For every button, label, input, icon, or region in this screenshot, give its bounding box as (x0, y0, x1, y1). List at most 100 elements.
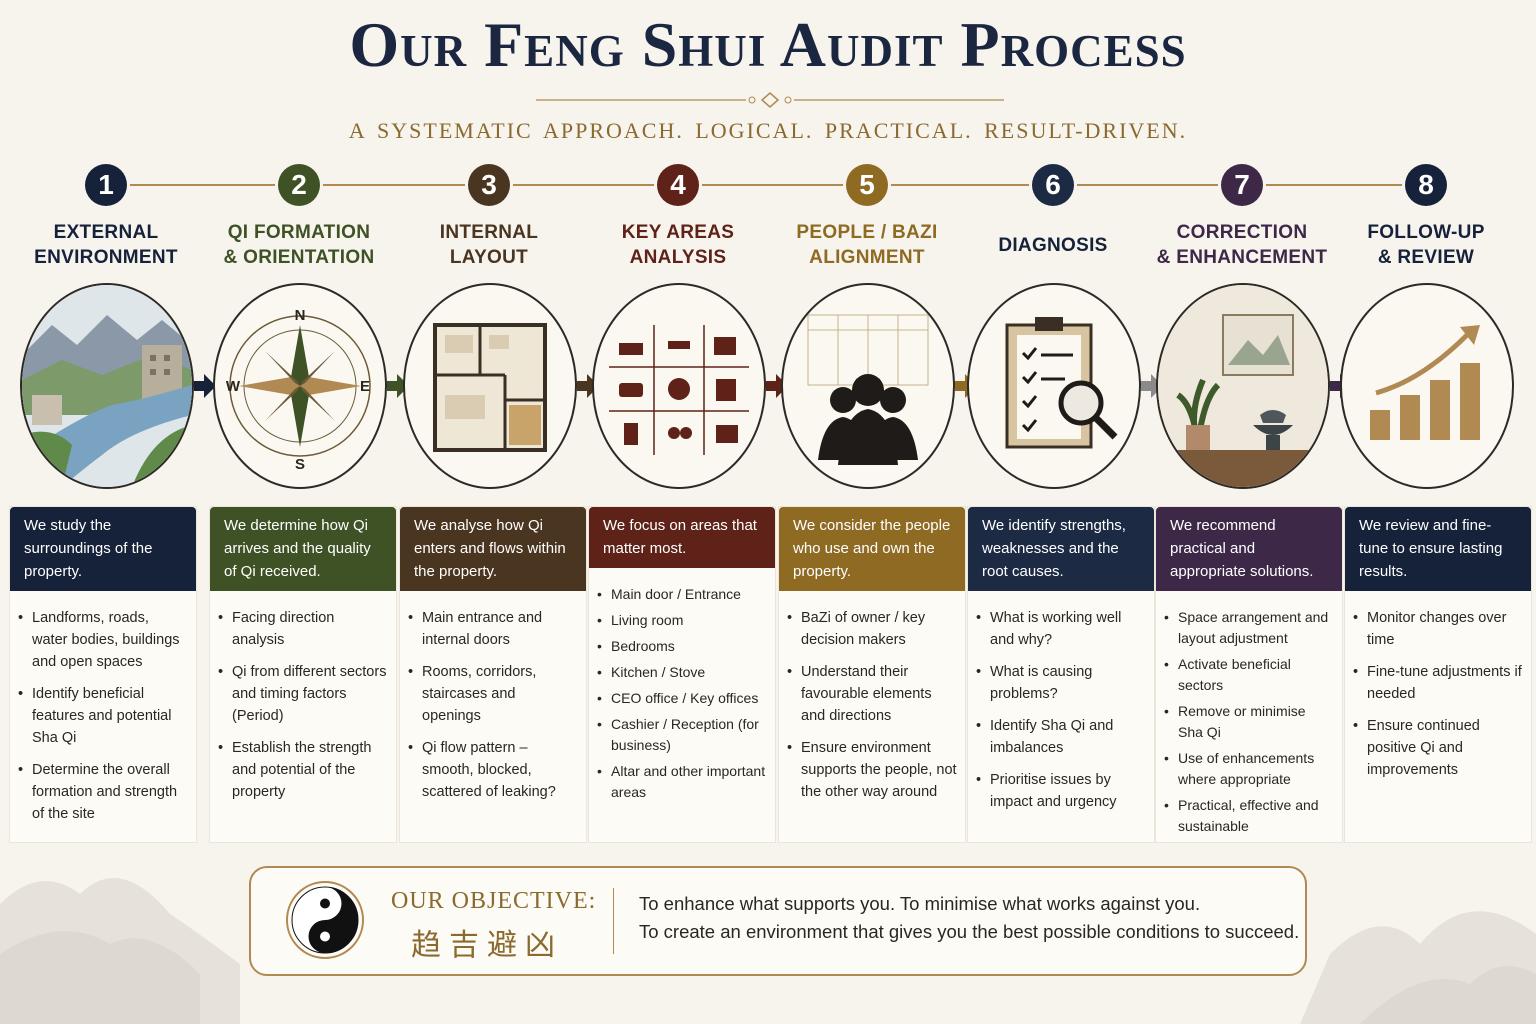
step-card-heading: We review and fine-tune to ensure lastin… (1345, 507, 1531, 591)
list-item: Facing direction analysis (218, 607, 388, 651)
list-item: Identify Sha Qi and imbalances (976, 715, 1146, 759)
list-item: Main door / Entrance (597, 584, 767, 605)
step-description-card: We study the surroundings of the propert… (9, 506, 197, 843)
step-title: INTERNAL LAYOUT (389, 220, 589, 270)
list-item: Prioritise issues by impact and urgency (976, 769, 1146, 813)
list-item: Bedrooms (597, 636, 767, 657)
step-illustration (1340, 283, 1514, 489)
step-description-card: We analyse how Qi enters and flows withi… (399, 506, 587, 843)
misty-mountains-decoration (0, 878, 1536, 1024)
step-bullet-list: Landforms, roads, water bodies, building… (10, 591, 196, 825)
step-title: FOLLOW-UP & REVIEW (1326, 220, 1526, 270)
step-bullet-list: Main door / EntranceLiving roomBedroomsK… (589, 568, 775, 803)
list-item: Main entrance and internal doors (408, 607, 578, 651)
list-item: Fine-tune adjustments if needed (1353, 661, 1523, 705)
step-title-line-2: & REVIEW (1377, 247, 1475, 268)
step-description-card: We identify strengths, weaknesses and th… (967, 506, 1155, 843)
step-title-line-1: FOLLOW-UP (1367, 222, 1485, 243)
step-title: EXTERNAL ENVIRONMENT (6, 220, 206, 270)
list-item: Activate beneficial sectors (1164, 654, 1334, 696)
list-item: Practical, effective and sustainable (1164, 795, 1334, 837)
title-divider (536, 92, 1004, 108)
step-title-line-2: ALIGNMENT (809, 247, 925, 268)
list-item: Ensure environment supports the people, … (787, 737, 957, 803)
step-card-heading: We analyse how Qi enters and flows withi… (400, 507, 586, 591)
list-item: CEO office / Key offices (597, 688, 767, 709)
list-item: What is working well and why? (976, 607, 1146, 651)
objective-separator (613, 888, 614, 954)
step-number-badge: 5 (846, 164, 888, 206)
step-title: PEOPLE / BAZI ALIGNMENT (767, 220, 967, 270)
list-item: Determine the overall formation and stre… (18, 759, 188, 825)
step-title-line-1: PEOPLE / BAZI (796, 222, 938, 243)
yin-yang-icon (286, 881, 364, 959)
step-title-line-2: LAYOUT (449, 247, 529, 268)
step-description-card: We focus on areas that matter most.Main … (588, 506, 776, 843)
list-item: Space arrangement and layout adjustment (1164, 607, 1334, 649)
step-title: QI FORMATION& ORIENTATION (199, 220, 399, 270)
step-title-line-1: EXTERNAL (53, 222, 159, 243)
step-illustration (967, 283, 1141, 489)
step-bullet-list: What is working well and why?What is cau… (968, 591, 1154, 813)
step-arrow-icon (766, 374, 788, 398)
list-item: Ensure continued positive Qi and improve… (1353, 715, 1523, 781)
step-illustration (403, 283, 577, 489)
svg-text:S: S (295, 456, 305, 473)
step-illustration (592, 283, 766, 489)
step-arrow-icon (1141, 374, 1163, 398)
page-title: Our Feng Shui Audit Process (349, 9, 1187, 80)
svg-text:W: W (226, 378, 241, 395)
step-arrow-icon (577, 374, 599, 398)
list-item: Kitchen / Stove (597, 662, 767, 683)
step-title-line-2: & ENHANCEMENT (1156, 247, 1328, 268)
list-item: Use of enhancements where appropriate (1164, 748, 1334, 790)
step-card-heading: We recommend practical and appropriate s… (1156, 507, 1342, 591)
svg-text:N: N (295, 307, 306, 324)
step-title: CORRECTION & ENHANCEMENT (1142, 220, 1342, 270)
list-item: Altar and other important areas (597, 761, 767, 803)
step-arrow-icon (194, 374, 216, 398)
step-illustration (20, 283, 194, 489)
step-number-badge: 4 (657, 164, 699, 206)
step-illustration: N E S W (213, 283, 387, 489)
step-description-card: We determine how Qi arrives and the qual… (209, 506, 397, 843)
step-title-line-1: CORRECTION (1176, 222, 1308, 243)
step-illustration (1156, 283, 1330, 489)
step-description-card: We consider the people who use and own t… (778, 506, 966, 843)
step-card-heading: We study the surroundings of the propert… (10, 507, 196, 591)
step-bullet-list: Facing direction analysis Qi from differe… (210, 591, 396, 803)
list-item: Qi from different sectors and timing fac… (218, 661, 388, 727)
step-card-heading: We focus on areas that matter most. (589, 507, 775, 568)
step-number-badge: 6 (1032, 164, 1074, 206)
step-number-badge: 3 (468, 164, 510, 206)
step-card-heading: We determine how Qi arrives and the qual… (210, 507, 396, 591)
step-description-card: We review and fine-tune to ensure lastin… (1344, 506, 1532, 843)
objective-chinese-motto: 趋吉避凶 (411, 928, 563, 963)
step-number-badge: 2 (278, 164, 320, 206)
step-bullet-list: BaZi of owner / key decision makersUnder… (779, 591, 965, 803)
objective-text: To enhance what supports you. To minimis… (639, 890, 1299, 946)
list-item: Understand their favourable elements and… (787, 661, 957, 727)
step-description-card: We recommend practical and appropriate s… (1155, 506, 1343, 843)
list-item: Establish the strength and potential of … (218, 737, 388, 803)
list-item: Cashier / Reception (for business) (597, 714, 767, 756)
objective-line-1: To enhance what supports you. To minimis… (639, 893, 1201, 914)
step-title-line-2: ENVIRONMENT (34, 247, 178, 268)
step-bullet-list: Space arrangement and layout adjustmentA… (1156, 591, 1342, 837)
step-title-line-2: & ORIENTATION (223, 247, 375, 268)
list-item: BaZi of owner / key decision makers (787, 607, 957, 651)
list-item: Landforms, roads, water bodies, building… (18, 607, 188, 673)
step-bullet-list: Main entrance and internal doorsRooms, c… (400, 591, 586, 803)
list-item: Living room (597, 610, 767, 631)
step-title: DIAGNOSIS (953, 233, 1153, 258)
step-title-line-1: INTERNAL (439, 222, 539, 243)
list-item: Remove or minimise Sha Qi (1164, 701, 1334, 743)
list-item: Qi flow pattern – smooth, blocked, scatt… (408, 737, 578, 803)
list-item: Rooms, corridors, staircases and opening… (408, 661, 578, 727)
step-card-heading: We identify strengths, weaknesses and th… (968, 507, 1154, 591)
objective-label: OUR OBJECTIVE: (391, 888, 597, 914)
list-item: Monitor changes over time (1353, 607, 1523, 651)
step-illustration (781, 283, 955, 489)
step-title-line-2: ANALYSIS (629, 247, 727, 268)
